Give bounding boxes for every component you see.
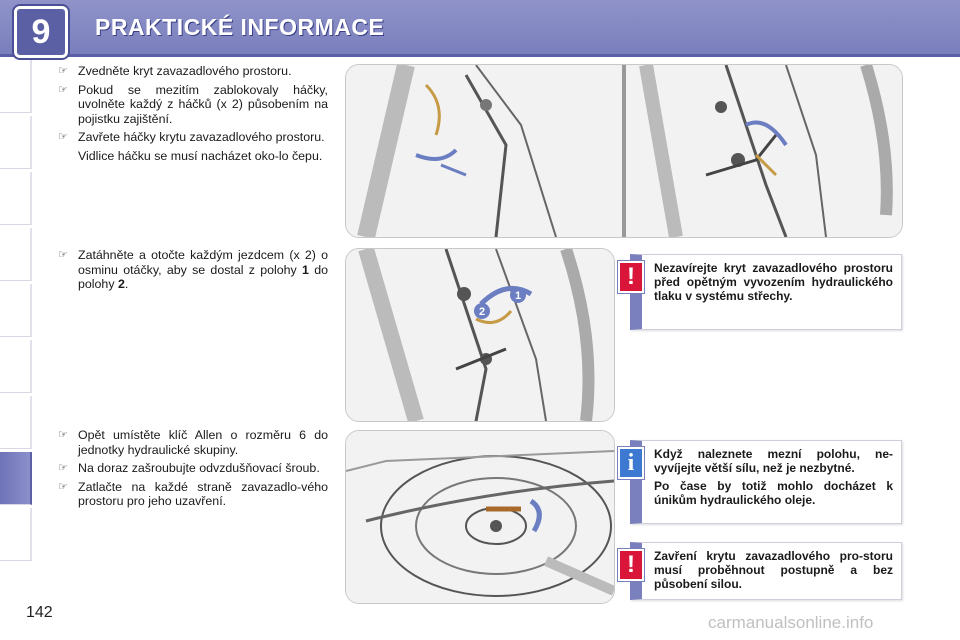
pointing-hand-icon: ☞ (58, 131, 68, 143)
allen-key-spare-wheel-illustration (345, 430, 615, 604)
instruction-item: ☞Zavřete háčky krytu zavazadlového prost… (58, 130, 325, 144)
slider-rotation-illustration: 1 2 (345, 248, 615, 422)
chapter-tabs (0, 60, 32, 575)
page-number: 142 (26, 604, 53, 621)
instructions-section-3: ☞Opět umístěte klíč Allen o rozměru 6 do… (58, 428, 328, 513)
page-header (0, 0, 960, 54)
chapter-tab-7[interactable] (0, 396, 32, 449)
page-title: PRAKTICKÉ INFORMACE (95, 14, 385, 40)
instruction-item: ☞Na doraz zašroubujte odvzdušňovací šrou… (58, 461, 320, 475)
hook-mechanism-illustration (345, 64, 903, 238)
warning-note-gradual-close: ! Zavření krytu zavazadlového pro-storu … (618, 542, 902, 600)
pointing-hand-icon: ☞ (58, 429, 68, 441)
exclamation-icon: ! (618, 261, 644, 293)
chapter-tab-9-active[interactable] (0, 452, 32, 505)
info-note-limit-position: i Když naleznete mezní polohu, ne-vyvíje… (618, 440, 902, 524)
instructions-section-2: ☞ Zatáhněte a otočte každým jezdcem (x 2… (58, 248, 328, 296)
instruction-item: ☞ Zatáhněte a otočte každým jezdcem (x 2… (58, 248, 328, 291)
instruction-item: ☞Opět umístěte klíč Allen o rozměru 6 do… (58, 428, 328, 457)
instruction-item: ☞Pokud se mezitím zablokovaly háčky, uvo… (58, 82, 328, 126)
pointing-hand-icon: ☞ (58, 65, 68, 77)
chapter-tab-6[interactable] (0, 340, 32, 393)
chapter-tab-4[interactable] (0, 228, 32, 281)
chapter-tab-5[interactable] (0, 284, 32, 337)
watermark: carmanualsonline.info (708, 613, 874, 632)
instruction-note: Vidlice háčku se musí nacházet oko-lo če… (78, 148, 323, 163)
chapter-number-badge: 9 (14, 6, 68, 58)
chapter-tab-1[interactable] (0, 60, 32, 113)
exclamation-icon: ! (618, 549, 644, 581)
pointing-hand-icon: ☞ (58, 480, 68, 493)
chapter-tab-10[interactable] (0, 508, 32, 561)
chapter-tab-3[interactable] (0, 172, 32, 225)
pointing-hand-icon: ☞ (58, 83, 68, 96)
warning-note-close-cover: ! Nezavírejte kryt zavazadlového prostor… (618, 254, 902, 330)
instructions-section-1: ☞Zvedněte kryt zavazadlového prostoru. ☞… (58, 64, 328, 167)
instruction-item: ☞Zatlačte na každé straně zavazadlo-vého… (58, 479, 328, 509)
instruction-item: ☞Zvedněte kryt zavazadlového prostoru. (58, 64, 292, 78)
step-1-label: 1 (515, 290, 521, 302)
info-icon: i (618, 447, 644, 479)
step-2-label: 2 (479, 306, 485, 318)
pointing-hand-icon: ☞ (58, 462, 68, 474)
header-divider (0, 54, 960, 57)
pointing-hand-icon: ☞ (58, 249, 68, 261)
chapter-tab-2[interactable] (0, 116, 32, 169)
